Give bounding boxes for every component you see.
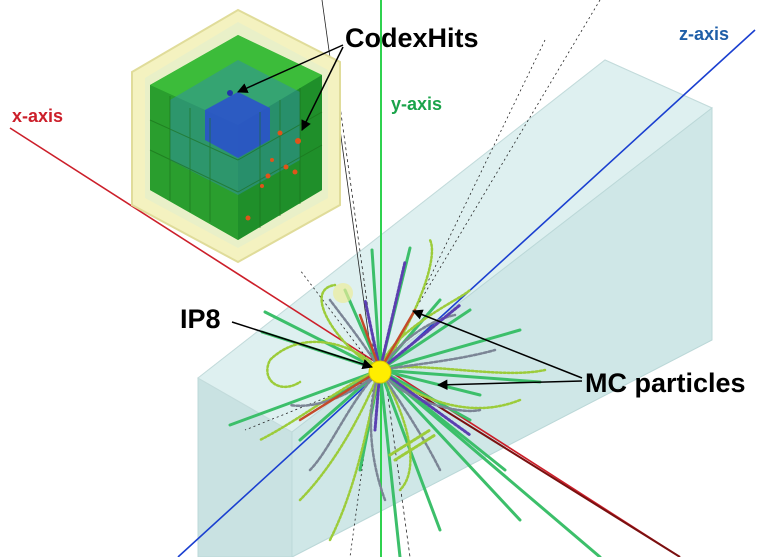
codex-detector bbox=[131, 8, 341, 264]
codex-hits-label: CodexHits bbox=[345, 23, 479, 53]
mc-particles-label: MC particles bbox=[585, 368, 746, 398]
x-axis-label: x-axis bbox=[12, 106, 63, 126]
ip8-point bbox=[368, 360, 392, 384]
mc-particle-tracks bbox=[228, 238, 602, 557]
x-axis-line-dark bbox=[379, 369, 681, 557]
ip8-halo bbox=[333, 283, 353, 303]
z-axis-label: z-axis bbox=[679, 24, 729, 44]
ip8-label: IP8 bbox=[180, 304, 221, 334]
y-axis-label: y-axis bbox=[391, 94, 442, 114]
annotation-arrows bbox=[231, 44, 583, 390]
